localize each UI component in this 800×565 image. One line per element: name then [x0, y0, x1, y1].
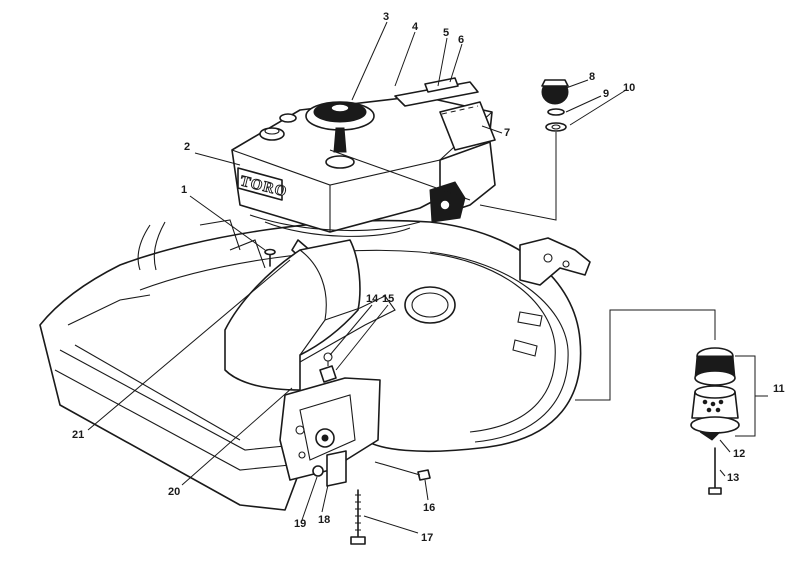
callout-14: 14: [366, 293, 379, 305]
bolt-17: [350, 489, 366, 545]
callout-18: 18: [318, 514, 330, 526]
callout-12: 12: [733, 448, 745, 460]
callout-6: 6: [458, 34, 464, 46]
nut-19: [312, 465, 324, 477]
callout-13: 13: [727, 472, 739, 484]
engine: TORO: [231, 77, 496, 237]
spark-plug-boot-group: [541, 79, 569, 132]
wheel-assembly: [690, 347, 740, 495]
plate-18: [326, 450, 347, 487]
baffle-shield: [224, 239, 396, 391]
fastener-14-15: [319, 352, 337, 383]
callout-11: 11: [773, 383, 785, 395]
callout-5: 5: [443, 27, 449, 39]
callout-4: 4: [412, 21, 419, 33]
callout-20: 20: [168, 486, 180, 498]
callout-15: 15: [382, 293, 394, 305]
callout-9: 9: [603, 88, 609, 100]
bolt-16: [374, 461, 431, 481]
screw-1: [264, 248, 276, 267]
callout-3: 3: [383, 11, 389, 23]
callout-16: 16: [423, 502, 435, 514]
callout-8: 8: [589, 71, 595, 83]
callout-19: 19: [294, 518, 306, 530]
callout-1: 1: [181, 184, 187, 196]
mower-deck: [39, 219, 591, 511]
callout-10: 10: [623, 82, 635, 94]
callout-21: 21: [72, 429, 84, 441]
callout-17: 17: [421, 532, 433, 544]
callout-numbers: 1 2 3 4 5 6 7 8 9 10 11 12 13 14 15 16 1…: [72, 11, 785, 544]
leader-lines: [87, 21, 768, 534]
callout-2: 2: [184, 141, 190, 153]
callout-7: 7: [504, 127, 510, 139]
